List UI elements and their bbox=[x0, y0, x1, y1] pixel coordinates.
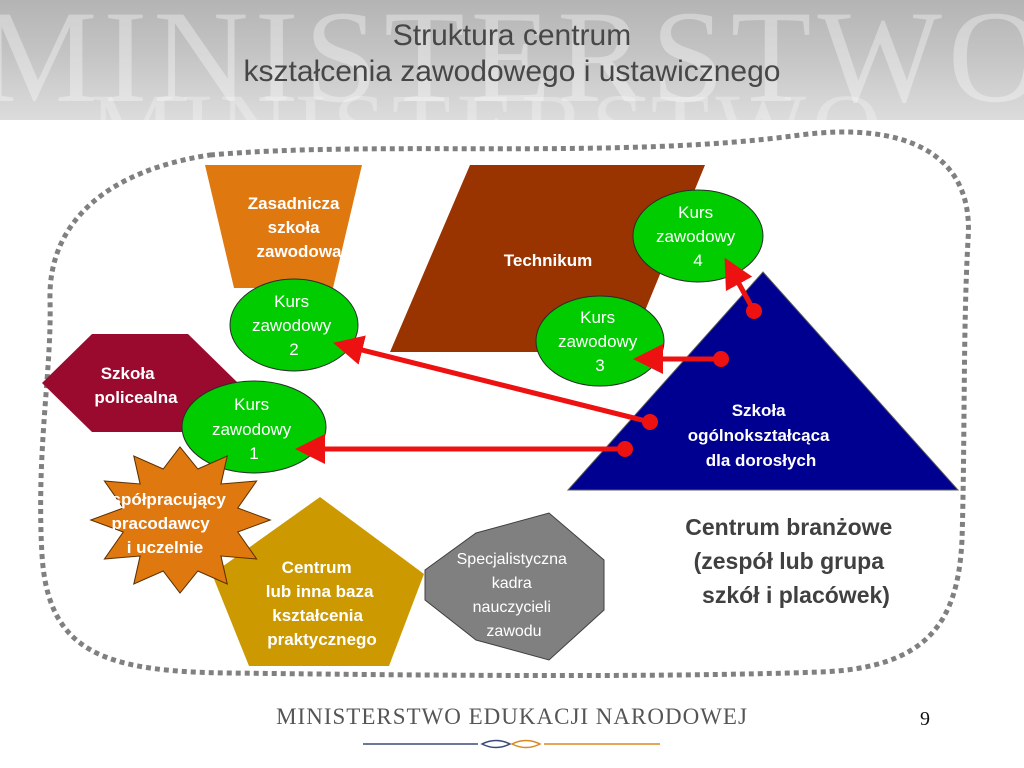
watermark-text-lower: MINISTERSTWO bbox=[90, 72, 887, 120]
centrum-branzowe-line-2: (zespół lub grupa bbox=[694, 548, 885, 574]
kurs-3-line-3: 3 bbox=[595, 356, 604, 375]
title-line-2: kształcenia zawodowego i ustawicznego bbox=[243, 55, 781, 88]
centrum-line-4: praktycznego bbox=[267, 630, 377, 649]
zasadnicza-szkola-zawodowa: Zasadnicza szkoła zawodowa bbox=[205, 165, 362, 288]
centrum-pentagon bbox=[212, 497, 424, 666]
arrow-origin-dot-1 bbox=[617, 441, 633, 457]
kadra-octagon bbox=[424, 512, 605, 661]
kurs-1-line-1: Kurs bbox=[234, 395, 269, 414]
kadra-line-2: kadra bbox=[492, 575, 532, 592]
centrum-branzowe-line-1: Centrum branżowe bbox=[685, 514, 892, 540]
kurs-1-ellipse bbox=[181, 380, 327, 474]
footer-quill-left bbox=[480, 739, 512, 749]
title-line-1: Struktura centrum bbox=[392, 19, 632, 52]
ogolnoksztalcaca-line-3: dla dorosłych bbox=[706, 451, 817, 470]
ministry-footer: MINISTERSTWO EDUKACJI NARODOWEJ bbox=[276, 704, 748, 729]
pracodawcy-line-2: pracodawcy bbox=[112, 514, 211, 533]
kadra-label: Specjalistyczna kadra nauczycieli zawodu bbox=[457, 551, 572, 640]
kurs-4-line-2: zawodowy bbox=[656, 227, 736, 246]
policealna-line-2: policealna bbox=[94, 388, 178, 407]
kurs-4-line-3: 4 bbox=[693, 251, 702, 270]
kadra-line-1: Specjalistyczna bbox=[457, 551, 567, 568]
arrow-to-kurs-2 bbox=[333, 335, 651, 425]
arrow-origin-dot-3 bbox=[713, 351, 729, 367]
kurs-1-label: Kurs zawodowy 1 bbox=[212, 395, 296, 463]
footer-ornament bbox=[363, 739, 660, 749]
watermark-text: MINISTERSTWO bbox=[0, 0, 1024, 120]
arrow-to-kurs-4 bbox=[724, 257, 757, 313]
kurs-3-label: Kurs zawodowy 3 bbox=[558, 308, 642, 375]
centrum-baza-praktycznego: Centrum lub inna baza kształcenia prakty… bbox=[212, 497, 424, 666]
kurs-4-line-1: Kurs bbox=[678, 203, 713, 222]
centrum-line-2: lub inna baza bbox=[266, 582, 374, 601]
kurs-2-label: Kurs zawodowy 2 bbox=[252, 292, 336, 359]
kurs-4-label: Kurs zawodowy 4 bbox=[656, 203, 740, 270]
footer-quill-right bbox=[510, 739, 542, 749]
technikum-label: Technikum bbox=[504, 251, 592, 270]
zasadnicza-trapezoid bbox=[205, 165, 362, 288]
arrow-origin-dot-2 bbox=[642, 414, 658, 430]
kurs-3-ellipse bbox=[535, 295, 665, 387]
page-number: 9 bbox=[920, 708, 930, 730]
zasadnicza-line-2: szkoła bbox=[268, 218, 321, 237]
kurs-zawodowy-4: Kurs zawodowy 4 bbox=[632, 189, 764, 283]
centrum-line-1: Centrum bbox=[282, 558, 352, 577]
kurs-3-line-2: zawodowy bbox=[558, 332, 638, 351]
centrum-branzowe-label: Centrum branżowe (zespół lub grupa szkół… bbox=[685, 514, 898, 608]
kurs-zawodowy-1: Kurs zawodowy 1 bbox=[181, 380, 327, 474]
wspolpracujacy-pracodawcy: Współpracujący pracodawcy i uczelnie bbox=[89, 446, 272, 594]
kurs-zawodowy-2: Kurs zawodowy 2 bbox=[229, 278, 359, 372]
kurs-1-line-2: zawodowy bbox=[212, 420, 292, 439]
pracodawcy-line-1: Współpracujący bbox=[95, 490, 226, 509]
kurs-zawodowy-3: Kurs zawodowy 3 bbox=[535, 295, 665, 387]
pracodawcy-starburst bbox=[89, 446, 272, 594]
policealna-label: Szkoła policealna bbox=[94, 364, 178, 407]
kurs-2-line-2: zawodowy bbox=[252, 316, 332, 335]
header-banner: MINISTERSTWO MINISTERSTWO Struktura cent… bbox=[0, 0, 1024, 120]
zasadnicza-label: Zasadnicza szkoła zawodowa bbox=[248, 194, 344, 261]
policealna-line-1: Szkoła bbox=[101, 364, 155, 383]
specjalistyczna-kadra: Specjalistyczna kadra nauczycieli zawodu bbox=[424, 512, 605, 661]
szkola-ogolnoksztalcaca: Szkoła ogólnokształcąca dla dorosłych bbox=[566, 271, 960, 491]
kadra-line-4: zawodu bbox=[486, 623, 541, 640]
ogolnoksztalcaca-line-1: Szkoła bbox=[732, 401, 786, 420]
arrow-origin-dot-4 bbox=[746, 303, 762, 319]
kurs-2-ellipse bbox=[229, 278, 359, 372]
zasadnicza-line-3: zawodowa bbox=[256, 242, 342, 261]
kurs-3-line-1: Kurs bbox=[580, 308, 615, 327]
pracodawcy-label: Współpracujący pracodawcy i uczelnie bbox=[95, 490, 230, 557]
page-title: Struktura centrum kształcenia zawodowego… bbox=[0, 18, 1024, 90]
technikum-line-1: Technikum bbox=[504, 251, 592, 270]
zasadnicza-line-1: Zasadnicza bbox=[248, 194, 340, 213]
kurs-1-line-3: 1 bbox=[249, 444, 258, 463]
centrum-label: Centrum lub inna baza kształcenia prakty… bbox=[266, 558, 378, 649]
centrum-branzowe-line-3: szkół i placówek) bbox=[702, 582, 890, 608]
connector-arrows bbox=[295, 257, 762, 464]
ogolnoksztalcaca-triangle bbox=[566, 271, 960, 491]
pracodawcy-line-3: i uczelnie bbox=[127, 538, 204, 557]
ogolnoksztalcaca-label: Szkoła ogólnokształcąca dla dorosłych bbox=[688, 401, 834, 470]
ogolnoksztalcaca-line-2: ogólnokształcąca bbox=[688, 426, 830, 445]
kadra-line-3: nauczycieli bbox=[473, 599, 551, 616]
centrum-line-3: kształcenia bbox=[272, 606, 363, 625]
kurs-2-line-1: Kurs bbox=[274, 292, 309, 311]
kurs-2-line-3: 2 bbox=[289, 340, 298, 359]
